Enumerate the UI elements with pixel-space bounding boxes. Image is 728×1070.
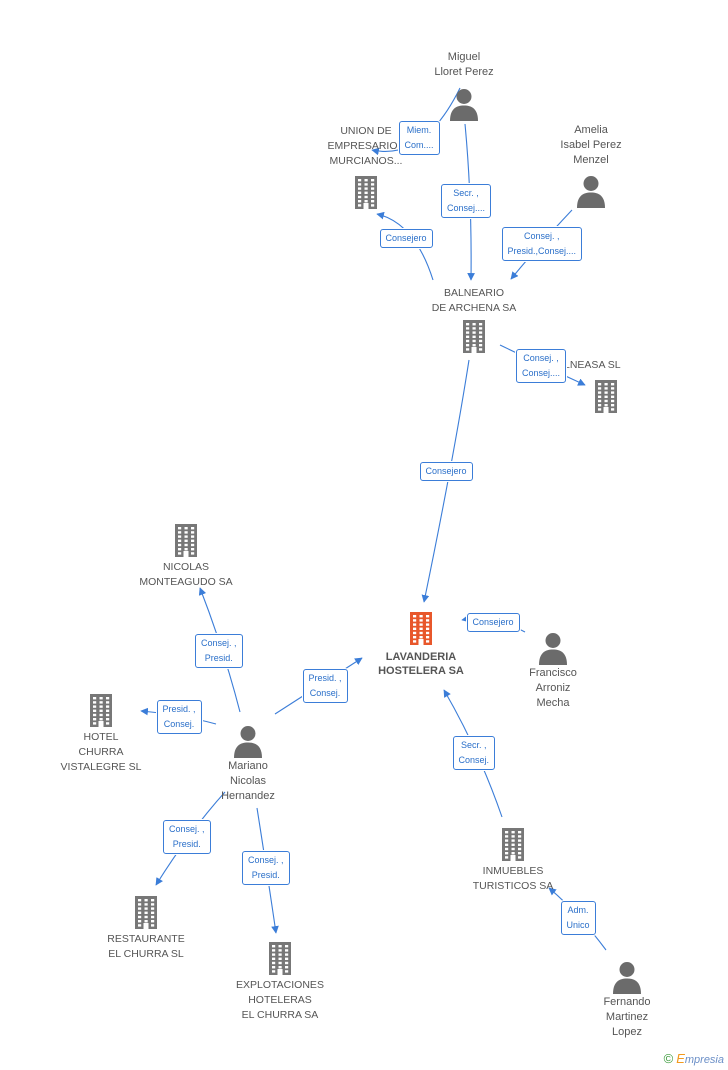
building-icon[interactable]: [589, 379, 623, 413]
person-icon[interactable]: [536, 631, 570, 665]
relation-label-r14[interactable]: Adm. Unico: [560, 901, 596, 935]
node-nicolas-monteagudo[interactable]: NICOLAS MONTEAGUDO SA: [139, 524, 233, 588]
relation-label-r3[interactable]: Consej. , Presid.,Consej....: [501, 227, 583, 261]
building-icon[interactable]: [496, 827, 530, 861]
node-label[interactable]: RESTAURANTE EL CHURRA SL: [107, 933, 185, 960]
node-label[interactable]: LAVANDERIA HOSTELERA SA: [378, 651, 464, 677]
building-icon[interactable]: [457, 319, 491, 353]
node-label[interactable]: Francisco Arroniz Mecha: [529, 667, 577, 709]
relation-label-r6[interactable]: Consejero: [419, 461, 473, 481]
relation-label-r13[interactable]: Secr. , Consej.: [452, 736, 496, 770]
empresia-logo: ©Empresia: [663, 1051, 724, 1066]
node-explotaciones[interactable]: EXPLOTACIONES HOTELERAS EL CHURRA SA: [236, 942, 324, 1021]
building-icon[interactable]: [263, 941, 297, 975]
node-label[interactable]: INMUEBLES TURISTICOS SA: [472, 865, 554, 892]
node-hotel-churra[interactable]: HOTEL CHURRA VISTALEGRE SL: [61, 694, 141, 773]
person-icon[interactable]: [610, 960, 644, 994]
relation-label-r9[interactable]: Consej. , Presid.: [195, 634, 243, 668]
building-icon[interactable]: [349, 175, 383, 209]
building-icon[interactable]: [404, 611, 438, 645]
relation-label-r5[interactable]: Consej. , Consej....: [516, 349, 567, 383]
node-label[interactable]: NICOLAS MONTEAGUDO SA: [139, 561, 233, 588]
node-label[interactable]: Miguel Lloret Perez: [434, 51, 494, 78]
node-amelia[interactable]: Amelia Isabel Perez Menzel: [560, 124, 622, 208]
relation-label-r11[interactable]: Consej. , Presid.: [163, 820, 211, 854]
node-balneario[interactable]: BALNEARIO DE ARCHENA SA: [432, 287, 516, 353]
person-icon[interactable]: [231, 724, 265, 758]
node-label[interactable]: HOTEL CHURRA VISTALEGRE SL: [60, 731, 142, 773]
node-union[interactable]: UNION DE EMPRESARIOS MURCIANOS...: [327, 125, 405, 209]
node-label[interactable]: BALNEARIO DE ARCHENA SA: [431, 287, 517, 314]
node-label[interactable]: UNION DE EMPRESARIOS MURCIANOS...: [327, 125, 405, 167]
node-inmuebles[interactable]: INMUEBLES TURISTICOS SA: [473, 828, 553, 892]
person-icon[interactable]: [574, 174, 608, 208]
building-icon[interactable]: [84, 693, 118, 727]
relation-label-r7[interactable]: Consejero: [466, 612, 520, 632]
node-miguel[interactable]: Miguel Lloret Perez: [434, 51, 494, 121]
node-lavanderia[interactable]: LAVANDERIA HOSTELERA SA: [378, 612, 464, 677]
node-balneasa[interactable]: BALNEASA SL: [550, 359, 621, 413]
node-restaurante[interactable]: RESTAURANTE EL CHURRA SL: [107, 896, 185, 960]
node-label[interactable]: Mariano Nicolas Hernandez: [221, 760, 275, 802]
person-icon[interactable]: [447, 87, 481, 121]
relation-label-r2[interactable]: Secr. , Consej....: [441, 184, 492, 218]
node-fernando[interactable]: Fernando Martinez Lopez: [603, 962, 651, 1038]
building-icon[interactable]: [129, 895, 163, 929]
relation-label-r10[interactable]: Presid. , Consej.: [156, 700, 202, 734]
relation-label-r12[interactable]: Consej. , Presid.: [242, 851, 290, 885]
node-label[interactable]: Fernando Martinez Lopez: [603, 996, 651, 1038]
edge-r6: [421, 359, 470, 603]
node-mariano[interactable]: Mariano Nicolas Hernandez: [221, 726, 275, 802]
relation-label-r4[interactable]: Consejero: [379, 228, 433, 248]
building-icon[interactable]: [169, 523, 203, 557]
node-label[interactable]: Amelia Isabel Perez Menzel: [560, 124, 622, 166]
relation-label-r8[interactable]: Presid. , Consej.: [302, 669, 348, 703]
copyright-icon: ©: [663, 1051, 674, 1066]
node-francisco[interactable]: Francisco Arroniz Mecha: [529, 633, 577, 709]
relation-label-r1[interactable]: Miem. Com....: [398, 121, 440, 155]
node-label[interactable]: EXPLOTACIONES HOTELERAS EL CHURRA SA: [236, 979, 324, 1021]
